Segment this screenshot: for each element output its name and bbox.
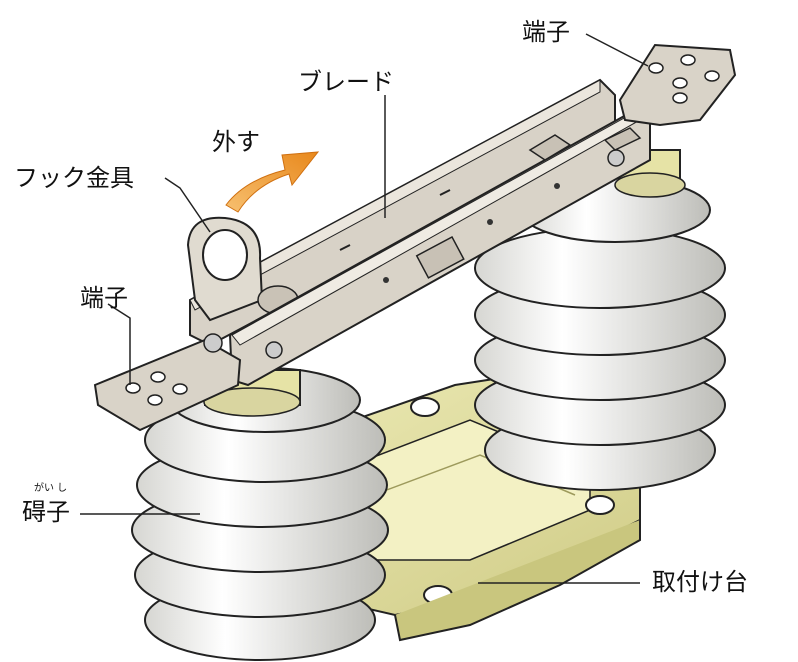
leader-lines (80, 33, 649, 584)
remove-arrow (225, 151, 320, 213)
blade-front-bar (228, 108, 651, 387)
label-terminal-left: 端子 (80, 284, 128, 312)
label-insulator: 碍子 (22, 498, 70, 526)
insulator-right (474, 149, 726, 491)
label-mounting-base: 取付け台 (652, 568, 748, 596)
label-blade: ブレード (298, 68, 394, 96)
label-insulator-ruby: がい し (34, 483, 68, 494)
hook-fitting (186, 216, 299, 322)
label-hook-fitting: フック金具 (14, 164, 134, 192)
label-terminal-top: 端子 (522, 18, 570, 46)
label-remove: 外す (212, 128, 260, 156)
terminal-left-plate (93, 333, 242, 432)
terminal-right-plate (618, 43, 737, 127)
insulator-left (131, 367, 389, 661)
